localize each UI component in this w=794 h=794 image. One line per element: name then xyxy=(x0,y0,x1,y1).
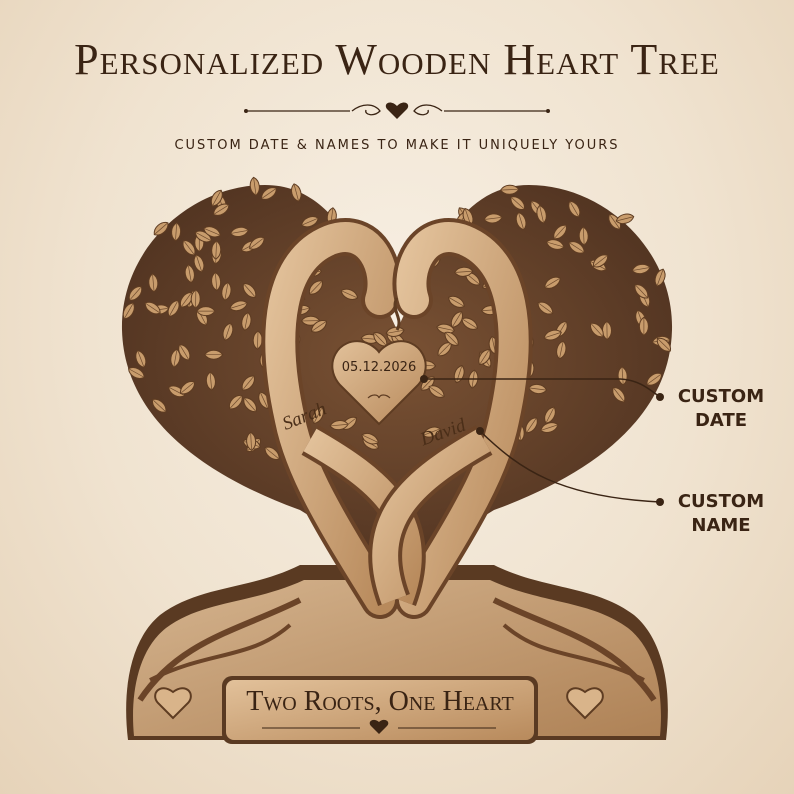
heart-icon xyxy=(385,102,409,119)
name-plaque xyxy=(222,676,538,744)
custom-date-callout: CUSTOM DATE xyxy=(666,385,776,433)
plaque-text: Two Roots, One Heart xyxy=(246,686,514,717)
page-title: Personalized Wooden Heart Tree xyxy=(74,35,720,84)
heart-icon xyxy=(154,687,192,720)
page-subtitle: CUSTOM DATE & NAMES TO MAKE IT UNIQUELY … xyxy=(174,138,620,153)
custom-date-text: 05.12.2026 xyxy=(341,360,417,375)
callout-date-line2: DATE xyxy=(694,410,748,431)
callout-name-line1: CUSTOM xyxy=(677,491,765,512)
callout-name-line2: NAME xyxy=(691,515,751,536)
date-heart-tag xyxy=(331,297,427,426)
callout-lines xyxy=(420,375,664,506)
callout-date-line1: CUSTOM xyxy=(677,386,765,407)
ornament-divider-icon xyxy=(244,102,550,119)
tree-trunk xyxy=(261,218,533,619)
heart-icon xyxy=(566,687,604,720)
custom-name-callout: CUSTOM NAME xyxy=(666,490,776,538)
